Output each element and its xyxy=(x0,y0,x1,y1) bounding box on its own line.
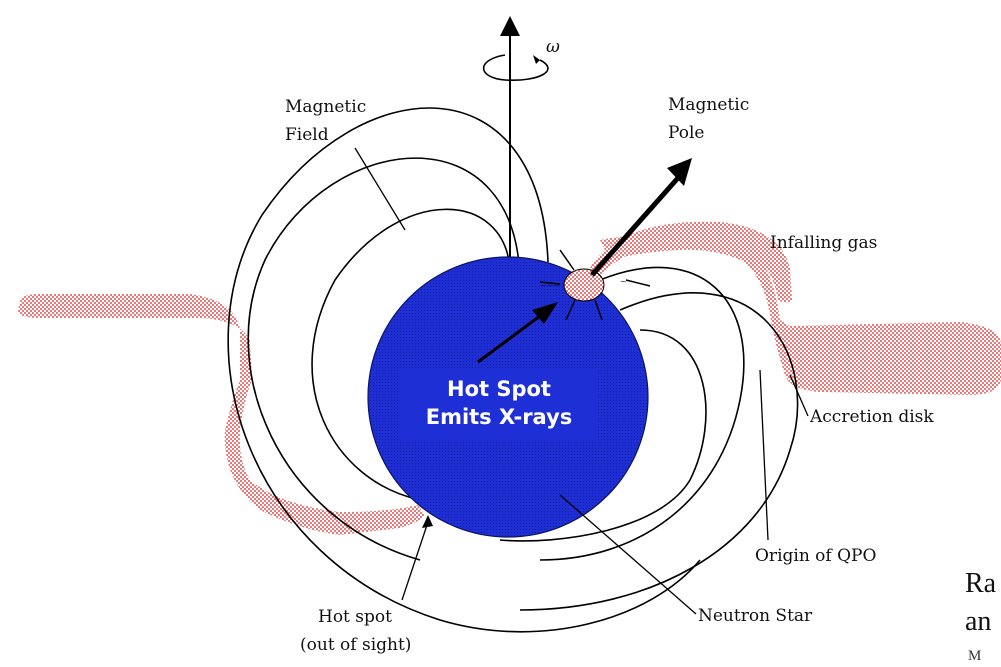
accretion-disk-right xyxy=(600,234,1001,395)
magnetic-field-pointer xyxy=(354,147,406,231)
rotation-arrow-icon xyxy=(482,54,549,81)
tiny-label-1: ~~~ xyxy=(540,281,560,290)
hot-spot-far-pointer xyxy=(401,521,429,601)
hot-spot-visible xyxy=(563,268,605,302)
omega-label: ω xyxy=(546,37,560,57)
cutoff-text-1: Ra xyxy=(965,568,997,599)
hot-spot-far-label-1: Hot spot xyxy=(318,607,392,627)
magnetic-pole-label-1: Magnetic xyxy=(668,95,749,115)
magnetic-field-lines xyxy=(227,107,799,633)
neutron-star-label: Neutron Star xyxy=(698,606,813,626)
magnetic-pole-label-2: Pole xyxy=(668,123,704,143)
infalling-gas-label: Infalling gas xyxy=(770,233,877,253)
magnetic-field-label-1: Magnetic xyxy=(285,97,366,117)
accretion-disk-pointer xyxy=(789,374,809,417)
emission-arrow xyxy=(477,308,549,364)
origin-qpo-label: Origin of QPO xyxy=(755,546,876,566)
tiny-label-2: ~ xyxy=(620,277,627,286)
accretion-disk-left xyxy=(18,294,425,535)
hot-spot-label-box xyxy=(400,368,598,440)
origin-qpo-pointer xyxy=(759,369,769,541)
neutron-star-pointer xyxy=(559,494,697,615)
cutoff-text-2: an xyxy=(965,606,991,637)
magnetic-pole-arrow xyxy=(590,168,687,277)
accretion-disk-label: Accretion disk xyxy=(809,407,934,427)
cutoff-text-3: M xyxy=(968,648,981,662)
hot-spot-far-label-2: (out of sight) xyxy=(300,635,411,655)
magnetic-field-label-2: Field xyxy=(285,125,329,145)
hot-spot-subtitle: Emits X-rays xyxy=(426,405,573,429)
inflow-arrows xyxy=(539,249,651,321)
hot-spot-title: Hot Spot xyxy=(447,377,551,401)
infalling-gas-stream xyxy=(590,221,792,303)
